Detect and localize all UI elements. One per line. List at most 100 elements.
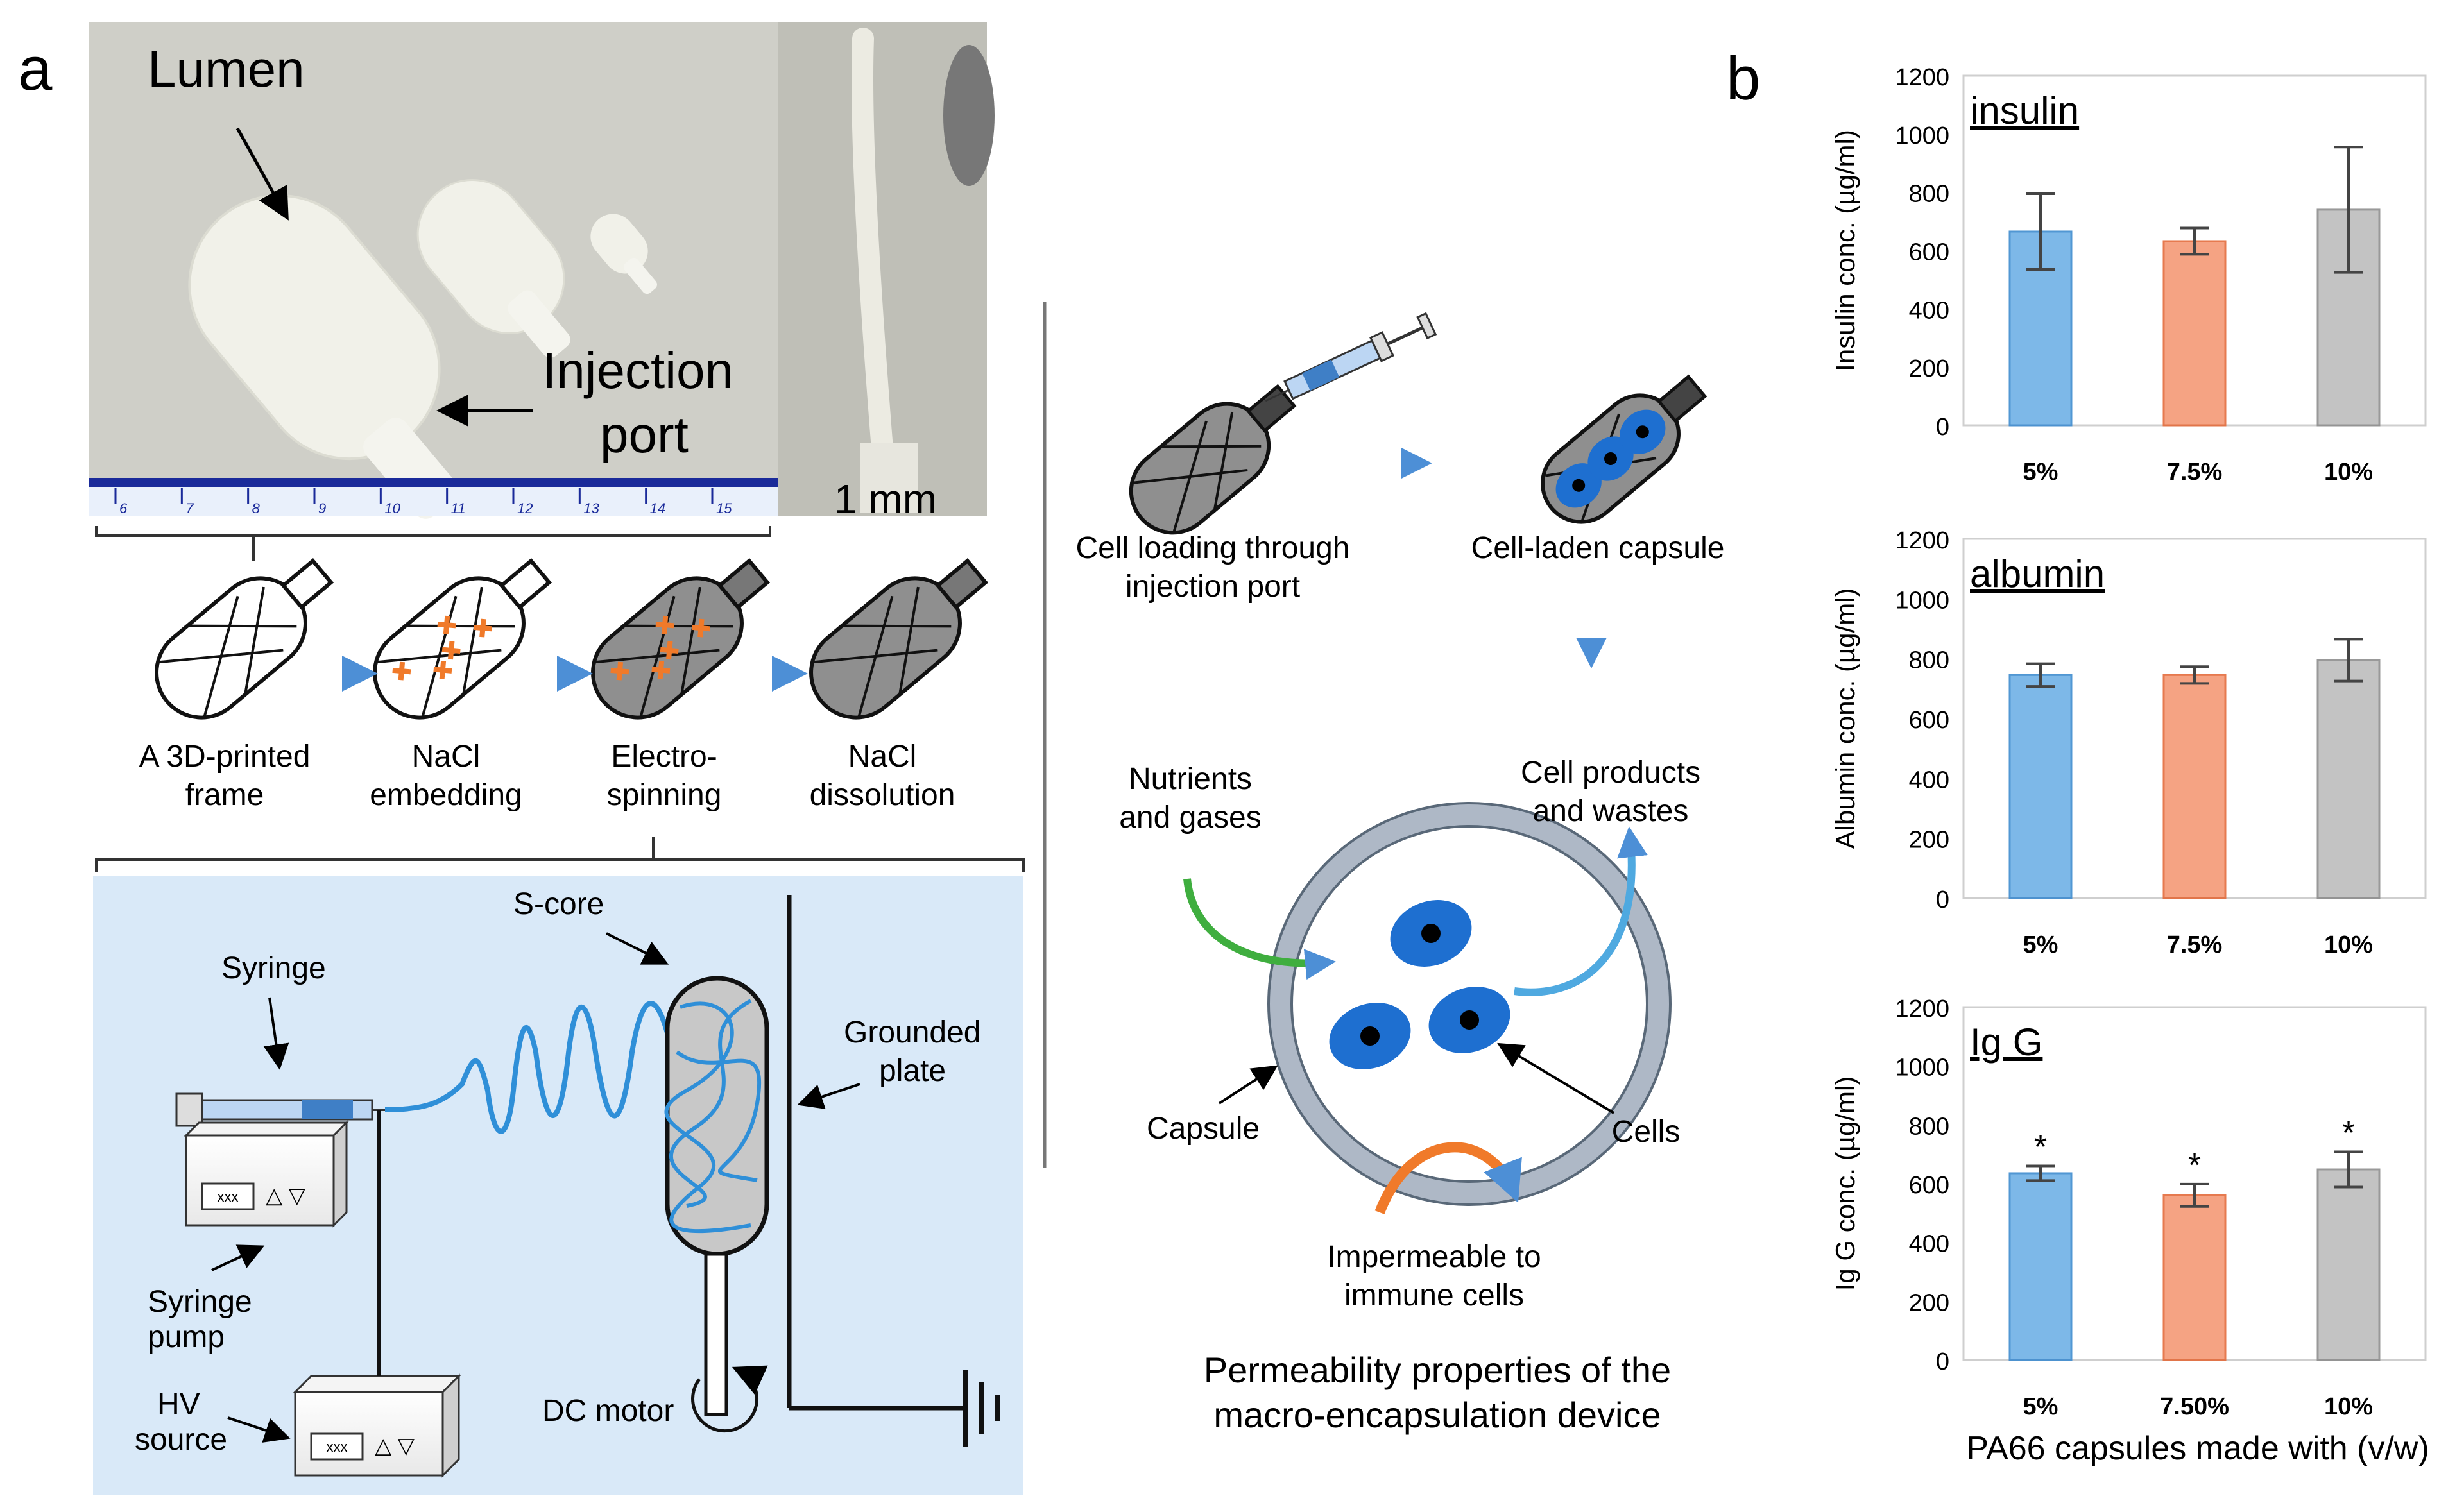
y-axis-label: Insulin conc. (µg/ml): [1830, 130, 1860, 371]
score-fibers: [664, 999, 762, 1234]
syringe-pump-icon: xxx △ ▽: [184, 1120, 349, 1228]
label-nutrients-2: and gases: [1119, 801, 1262, 835]
caption-line-2: macro-encapsulation device: [1213, 1395, 1661, 1435]
step-label-4a: NaCl: [848, 740, 917, 774]
y-tick-label: 1000: [1895, 1055, 1949, 1082]
hv-source-icon: xxx △ ▽: [293, 1373, 461, 1478]
bar: [2008, 1172, 2073, 1361]
significance-marker: *: [2034, 1129, 2047, 1166]
device-small: [590, 214, 657, 294]
caption-line-1: Permeability properties of the: [1204, 1350, 1671, 1390]
label-pump-1: Syringe: [148, 1285, 252, 1319]
arrow-grounded: [797, 1083, 860, 1109]
ruler-tick-label: 9: [318, 500, 326, 516]
step-label-1b: frame: [185, 778, 264, 812]
x-tick-label: 5%: [2023, 1393, 2058, 1420]
y-tick-label: 800: [1909, 647, 1949, 674]
arrow-hv: [227, 1416, 291, 1443]
label-grounded-1: Grounded: [844, 1015, 981, 1049]
x-tick-label: 7.5%: [2167, 931, 2223, 958]
y-tick-label: 200: [1909, 827, 1949, 854]
arrow-capsule: [1218, 1065, 1278, 1105]
step-label-2a: NaCl: [412, 740, 481, 774]
label-dc-motor: DC motor: [542, 1394, 674, 1428]
y-tick-label: 1200: [1895, 64, 1949, 91]
y-tick-label: 0: [1936, 887, 1949, 913]
step-frame: [155, 558, 334, 720]
step-label-4b: dissolution: [810, 778, 955, 812]
y-tick-label: 0: [1936, 1348, 1949, 1375]
permeability-schematic: Cell loading through injection port Cell…: [1076, 312, 1725, 1435]
arrow-syringe: [263, 997, 289, 1070]
y-tick-label: 400: [1909, 1231, 1949, 1258]
y-tick-label: 600: [1909, 239, 1949, 266]
x-tick-label: 10%: [2324, 1393, 2373, 1420]
significance-marker: *: [2188, 1147, 2201, 1184]
label-impermeable-2: immune cells: [1344, 1278, 1524, 1312]
ruler-tick-label: 12: [517, 500, 533, 516]
panel-letter-a: a: [18, 35, 53, 103]
loading-syringe-icon: [1265, 312, 1437, 402]
bar: [2316, 1168, 2381, 1361]
label-cell-laden: Cell-laden capsule: [1471, 531, 1725, 565]
bracket-bottom: [95, 837, 1025, 872]
step-label-3a: Electro-: [611, 740, 717, 774]
x-tick-label: 7.5%: [2167, 459, 2223, 486]
capsule-cells: [1329, 900, 1510, 1069]
x-tick-label: 10%: [2324, 459, 2373, 486]
label-scale: 1 mm: [834, 476, 937, 522]
y-tick-label: 1200: [1895, 996, 1949, 1023]
chart-title: Ig G: [1970, 1021, 2042, 1064]
label-loading-1: Cell loading through: [1076, 531, 1350, 565]
spinning-jet: [384, 1001, 670, 1134]
arrow-cells: [1497, 1042, 1615, 1114]
label-products-2: and wastes: [1533, 794, 1689, 828]
y-tick-label: 600: [1909, 1172, 1949, 1199]
y-tick-label: 800: [1909, 181, 1949, 208]
label-capsule: Capsule: [1147, 1112, 1260, 1146]
step-dissolution: [809, 558, 989, 720]
pump-buttons: △ ▽: [266, 1184, 306, 1208]
y-tick-label: 1200: [1895, 527, 1949, 554]
label-score: S-core: [513, 887, 604, 921]
arrow-nutrients: [1183, 878, 1336, 980]
capsule-loading: [1129, 384, 1297, 535]
label-hv-2: source: [135, 1423, 227, 1457]
pump-display: xxx: [218, 1189, 239, 1205]
y-tick-label: 1000: [1895, 123, 1949, 149]
motor-shaft: [704, 1252, 728, 1416]
photo-shadow: [943, 45, 995, 186]
ruler-tick-label: 8: [252, 500, 261, 516]
y-tick-label: 800: [1909, 1113, 1949, 1140]
x-tick-label: 7.50%: [2160, 1393, 2229, 1420]
label-syringe: Syringe: [221, 951, 326, 985]
step-label-2b: embedding: [370, 778, 522, 812]
capsule-outline-outer: [1267, 802, 1672, 1206]
x-tick-label: 5%: [2023, 459, 2058, 486]
label-impermeable-1: Impermeable to: [1327, 1240, 1541, 1274]
chart-title: albumin: [1970, 552, 2105, 595]
capsule-outline-inner: [1290, 825, 1648, 1183]
x-tick-label: 5%: [2023, 931, 2058, 958]
ruler-tick-label: 14: [650, 500, 665, 516]
device-tube: [852, 28, 918, 513]
label-hv-1: HV: [157, 1388, 200, 1422]
label-injection: Injection: [542, 342, 733, 399]
y-tick-label: 200: [1909, 1289, 1949, 1316]
y-tick-label: 400: [1909, 297, 1949, 324]
ruler-tick-label: 13: [583, 500, 599, 516]
hv-buttons: △ ▽: [375, 1434, 415, 1458]
score-capsule: [665, 976, 769, 1257]
label-lumen: Lumen: [148, 40, 305, 98]
significance-marker: *: [2342, 1115, 2355, 1152]
step-electrospinning: [591, 558, 771, 720]
label-loading-2: injection port: [1125, 570, 1300, 604]
label-grounded-2: plate: [879, 1054, 946, 1088]
